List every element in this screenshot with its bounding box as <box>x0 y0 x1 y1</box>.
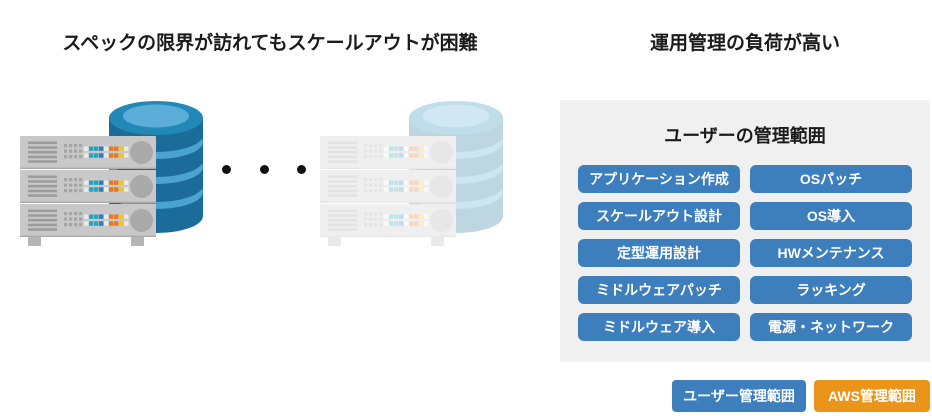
user-management-scope-panel: ユーザーの管理範囲 アプリケーション作成 OSパッチ スケールアウト設計 OS導… <box>560 100 930 362</box>
task-hw-maintenance: HWメンテナンス <box>750 239 912 267</box>
task-application-creation: アプリケーション作成 <box>578 165 740 193</box>
task-middleware-patch: ミドルウェアパッチ <box>578 276 740 304</box>
task-power-network: 電源・ネットワーク <box>750 313 912 341</box>
task-racking: ラッキング <box>750 276 912 304</box>
task-scaleout-design: スケールアウト設計 <box>578 202 740 230</box>
left-section-title: スペックの限界が訪れてもスケールアウトが困難 <box>62 33 478 54</box>
dot-icon <box>222 165 231 174</box>
legend-user-scope: ユーザー管理範囲 <box>672 380 806 412</box>
dot-icon <box>297 165 306 174</box>
task-middleware-install: ミドルウェア導入 <box>578 313 740 341</box>
task-os-patch: OSパッチ <box>750 165 912 193</box>
panel-title: ユーザーの管理範囲 <box>664 126 826 146</box>
task-routine-ops-design: 定型運用設計 <box>578 239 740 267</box>
dot-icon <box>259 165 269 174</box>
right-section-title: 運用管理の負荷が高い <box>649 33 840 54</box>
ellipsis-dots-icon <box>222 165 306 174</box>
task-os-install: OS導入 <box>750 202 912 230</box>
management-task-grid: アプリケーション作成 OSパッチ スケールアウト設計 OS導入 定型運用設計 H… <box>560 148 930 341</box>
legend-aws-scope: AWS管理範囲 <box>814 380 930 412</box>
server-database-illustration <box>18 94 208 252</box>
server-database-illustration-faded <box>318 94 508 252</box>
